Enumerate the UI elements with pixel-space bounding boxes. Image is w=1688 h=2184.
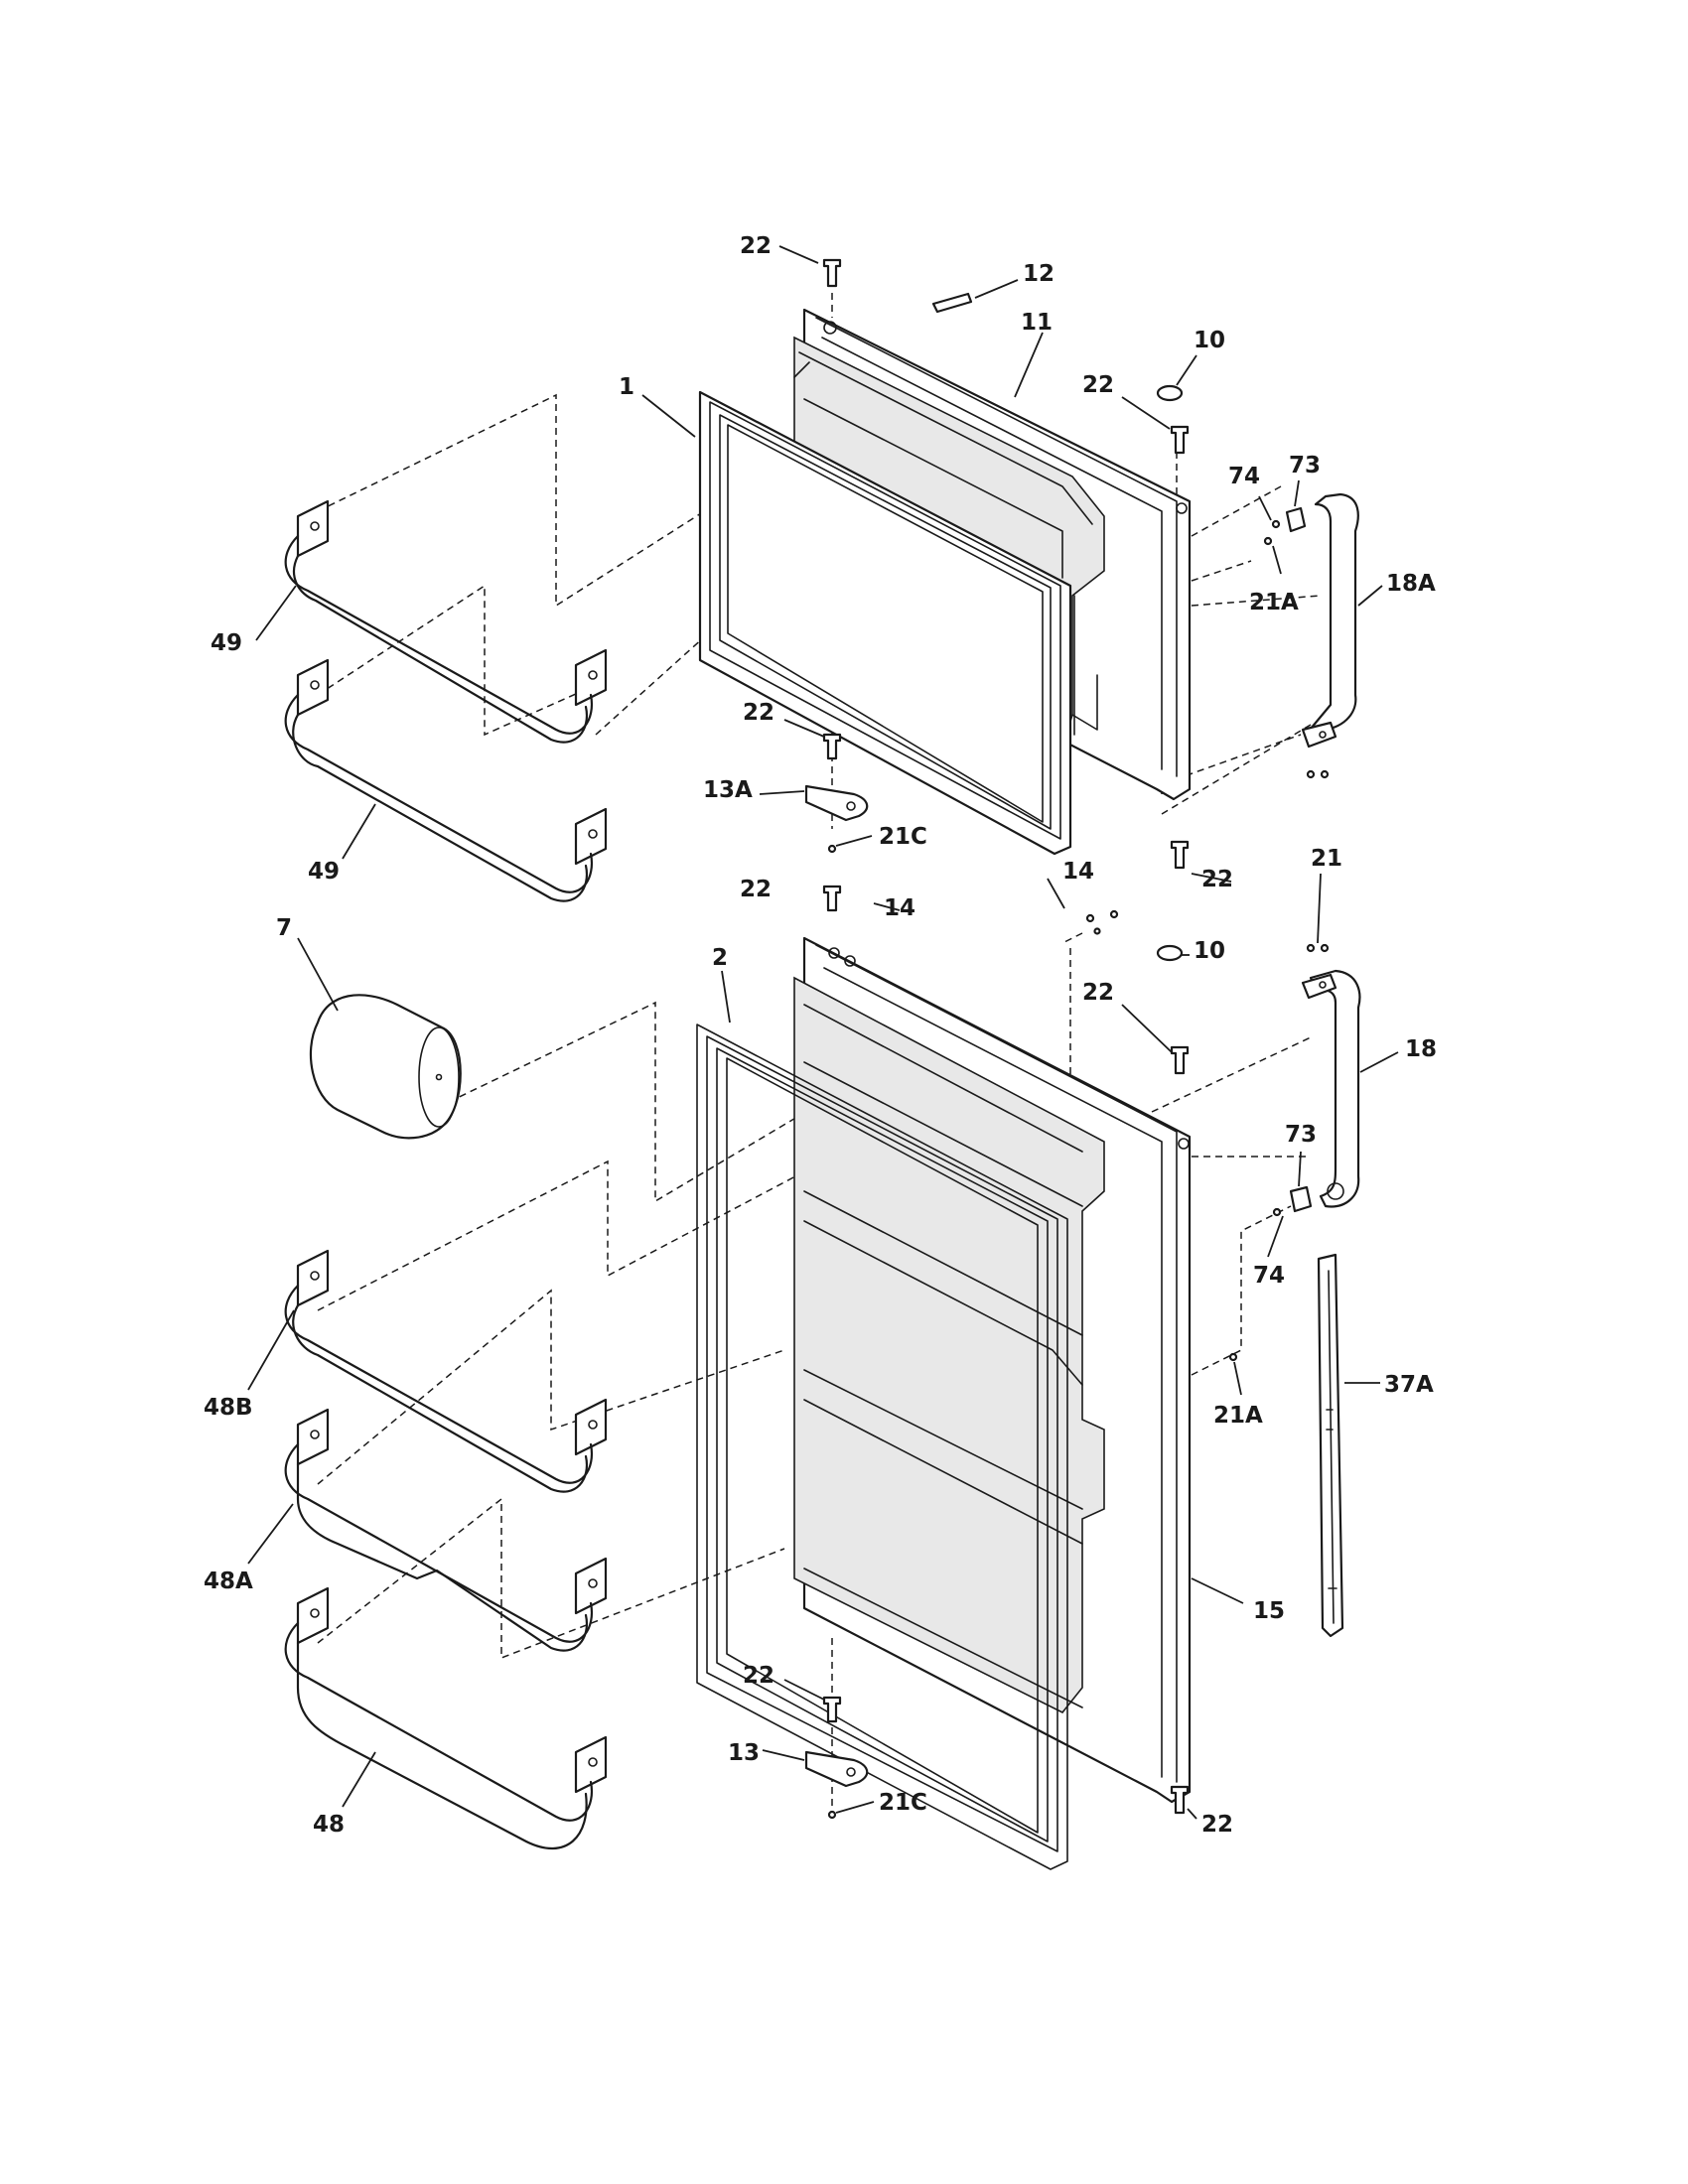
callout-21C-b: 21C: [879, 1790, 927, 1816]
callout-10-a: 10: [1194, 328, 1225, 353]
callout-74-b: 74: [1253, 1263, 1285, 1289]
callout-7: 7: [276, 915, 292, 941]
callout-18A: 18A: [1386, 571, 1436, 597]
callout-10-b: 10: [1194, 938, 1225, 964]
callout-49-a: 49: [211, 630, 242, 656]
callout-22-a: 22: [740, 233, 772, 259]
door-shelf-48A: [284, 1408, 608, 1652]
handle-18A: [1301, 492, 1359, 749]
hardware: [804, 258, 1330, 1820]
callout-22-c: 22: [743, 700, 774, 726]
callout-37A: 37A: [1384, 1372, 1434, 1398]
callout-18: 18: [1405, 1036, 1437, 1062]
leader-lines: [247, 245, 1399, 1820]
callout-13A: 13A: [703, 777, 753, 803]
callout-73-a: 73: [1289, 453, 1321, 478]
callout-48: 48: [313, 1812, 345, 1838]
callout-13: 13: [728, 1740, 760, 1766]
callout-15: 15: [1253, 1598, 1285, 1624]
callout-22-g: 22: [743, 1663, 774, 1689]
callout-2: 2: [712, 945, 728, 971]
fresh-food-door-15: [793, 936, 1192, 1804]
callout-22-h: 22: [1201, 1812, 1233, 1838]
trim-37A: [1317, 1253, 1344, 1638]
callout-14-a: 14: [1062, 859, 1094, 885]
door-shelf-48B: [284, 1249, 608, 1493]
callout-48B: 48B: [204, 1395, 253, 1421]
callout-21A-b: 21A: [1213, 1403, 1263, 1429]
callout-1: 1: [619, 374, 634, 400]
callout-12: 12: [1023, 261, 1055, 287]
door-shelf-49-lower: [284, 658, 608, 902]
callout-21C-a: 21C: [879, 824, 927, 850]
door-shelf-49-upper: [284, 499, 608, 744]
callout-14-b: 14: [884, 895, 915, 921]
callout-22-d: 22: [1201, 867, 1233, 892]
callout-22-f: 22: [1082, 980, 1114, 1006]
callout-74-a: 74: [1228, 464, 1260, 489]
callout-48A: 48A: [204, 1569, 253, 1594]
callout-11: 11: [1021, 310, 1053, 336]
door-shelf-48: [284, 1586, 608, 1850]
callout-73-b: 73: [1285, 1122, 1317, 1148]
callout-22-b: 22: [1082, 372, 1114, 398]
dairy-bin-7: [309, 994, 462, 1140]
callout-22-e: 22: [740, 877, 772, 902]
fresh-food-gasket-2: [696, 1024, 1068, 1870]
handle-18: [1301, 969, 1361, 1208]
callout-21A-a: 21A: [1249, 590, 1299, 615]
callout-21: 21: [1311, 846, 1342, 872]
callout-49-b: 49: [308, 859, 340, 885]
freezer-gasket-1: [698, 390, 1072, 856]
callout-labels: 22 12 11 10 22 1 74 73 21A 18A 49 22 13A…: [204, 233, 1437, 1838]
